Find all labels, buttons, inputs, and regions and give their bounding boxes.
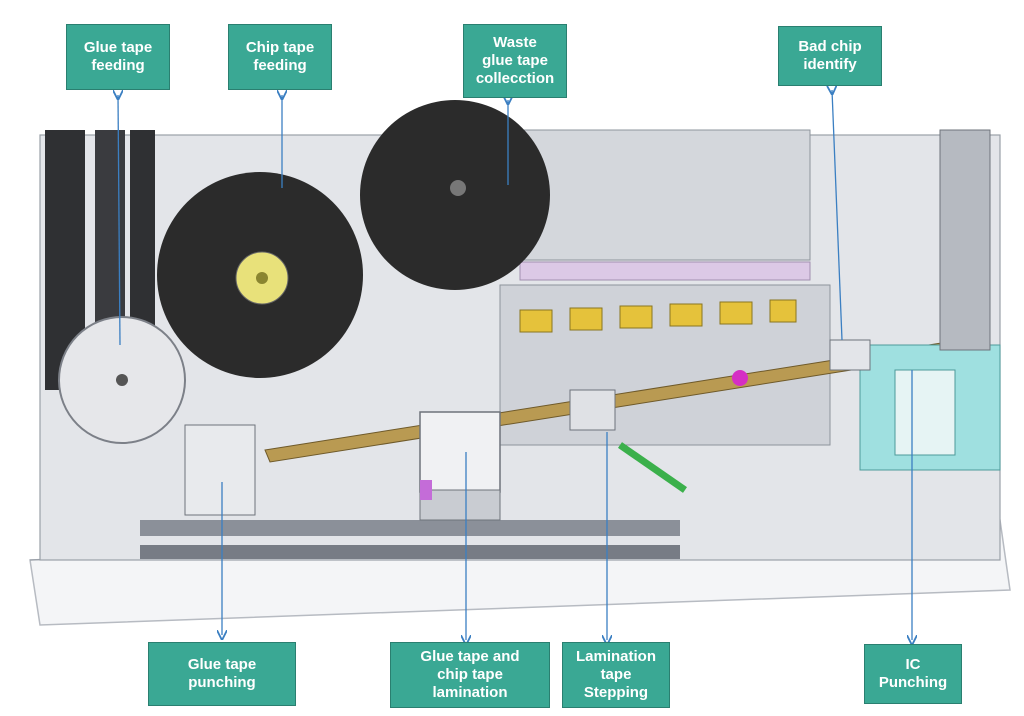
callout-ic-punching: IC Punching [864, 644, 962, 704]
chip-blocks [519, 299, 797, 333]
rail-lower [140, 520, 680, 536]
magenta-roller [732, 370, 748, 386]
upper-housing [519, 129, 811, 261]
callout-ic-punching-text: IC Punching [878, 656, 948, 691]
right-tower [939, 129, 991, 351]
callout-lamination-tape-stepping: Lamination tape Stepping [562, 642, 670, 708]
waste-reel-center [450, 180, 466, 196]
callout-waste-glue-tape-collection-text: Waste glue tape collecction [475, 34, 555, 87]
lamination-base [419, 489, 501, 521]
callout-bad-chip-identify: Bad chip identify [778, 26, 882, 86]
callout-glue-tape-punching-text: Glue tape punching [187, 656, 257, 691]
leader-bad-chip [832, 90, 843, 341]
rail-lower-2 [140, 545, 680, 559]
callout-glue-tape-feeding-text: Glue tape feeding [83, 39, 153, 74]
green-shaft [618, 442, 687, 493]
callout-glue-tape-punching: Glue tape punching [148, 642, 296, 706]
bad-chip-sensor [829, 339, 871, 371]
callout-waste-glue-tape-collection: Waste glue tape collecction [463, 24, 567, 98]
callout-bad-chip-identify-text: Bad chip identify [798, 38, 862, 73]
callout-chip-tape-feeding-text: Chip tape feeding [245, 39, 315, 74]
leader-lines [118, 90, 912, 640]
chip-reel-center [256, 272, 268, 284]
ic-punching-core [894, 369, 956, 456]
callout-lamination-text: Glue tape and chip tape lamination [420, 648, 520, 701]
callout-glue-tape-feeding: Glue tape feeding [66, 24, 170, 90]
glue-reel-hub [116, 374, 128, 386]
stepping-motor [569, 389, 616, 431]
punching-unit [184, 424, 256, 516]
callout-lamination-tape-stepping-text: Lamination tape Stepping [575, 648, 656, 701]
callout-lamination: Glue tape and chip tape lamination [390, 642, 550, 708]
lamination-block [419, 411, 501, 493]
pink-rail [519, 261, 811, 281]
callout-chip-tape-feeding: Chip tape feeding [228, 24, 332, 90]
purple-part [420, 480, 432, 500]
leader-glue-tape-feeding [118, 95, 120, 346]
